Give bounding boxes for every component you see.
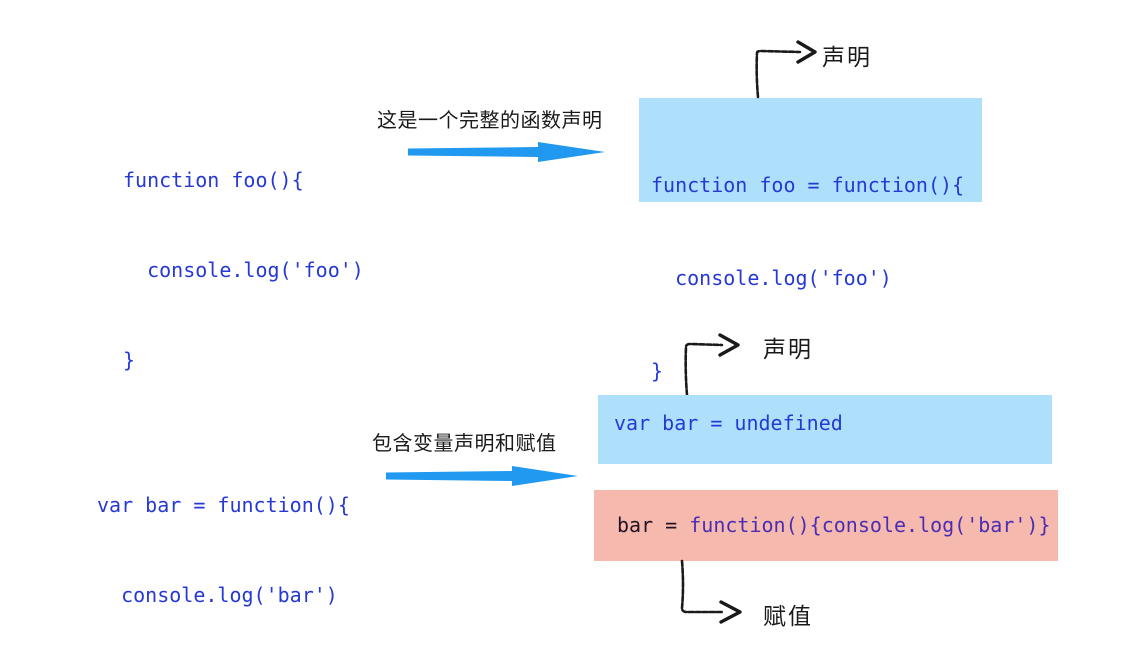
hoisted-function-box: function foo = function(){ console.log('… [639,98,982,383]
code-line: } [651,359,664,383]
hoisted-function-code: function foo = function(){ console.log('… [639,98,982,449]
source-code-top: function foo(){ console.log('foo') } [123,105,364,435]
declaration-pointer-icon-top [745,36,825,102]
right-arrow-icon-top [408,140,608,164]
code-line: console.log('foo') [651,266,892,290]
assignment-lhs: bar = [617,513,690,537]
assignment-label: 赋值 [763,604,813,630]
declaration-code: var bar = undefined [614,411,843,435]
right-arrow-icon-bottom [386,464,581,488]
transform-arrow-label-bottom: 包含变量声明和赋值 [372,431,557,455]
declaration-pointer-icon-bottom [670,328,750,398]
assignment-pointer-icon [665,556,755,634]
code-line: var bar = function(){ [97,493,350,517]
code-line: console.log('bar') [97,583,338,607]
code-line: console.log('foo') [123,258,364,282]
source-code-bottom: var bar = function(){ console.log('bar')… [97,430,350,648]
assignment-box: bar = function(){console.log('bar')} [594,490,1058,561]
code-line: function foo(){ [123,168,304,192]
code-line: } [123,348,136,372]
transform-arrow-label-top: 这是一个完整的函数声明 [377,108,603,132]
assignment-code: bar = function(){console.log('bar')} [594,490,1058,539]
declaration-box: var bar = undefined [598,395,1052,464]
assignment-rhs: function(){console.log('bar')} [689,513,1051,537]
declaration-label-bottom: 声明 [763,337,813,363]
declaration-label-top: 声明 [822,45,872,71]
code-line: function foo = function(){ [651,173,965,197]
